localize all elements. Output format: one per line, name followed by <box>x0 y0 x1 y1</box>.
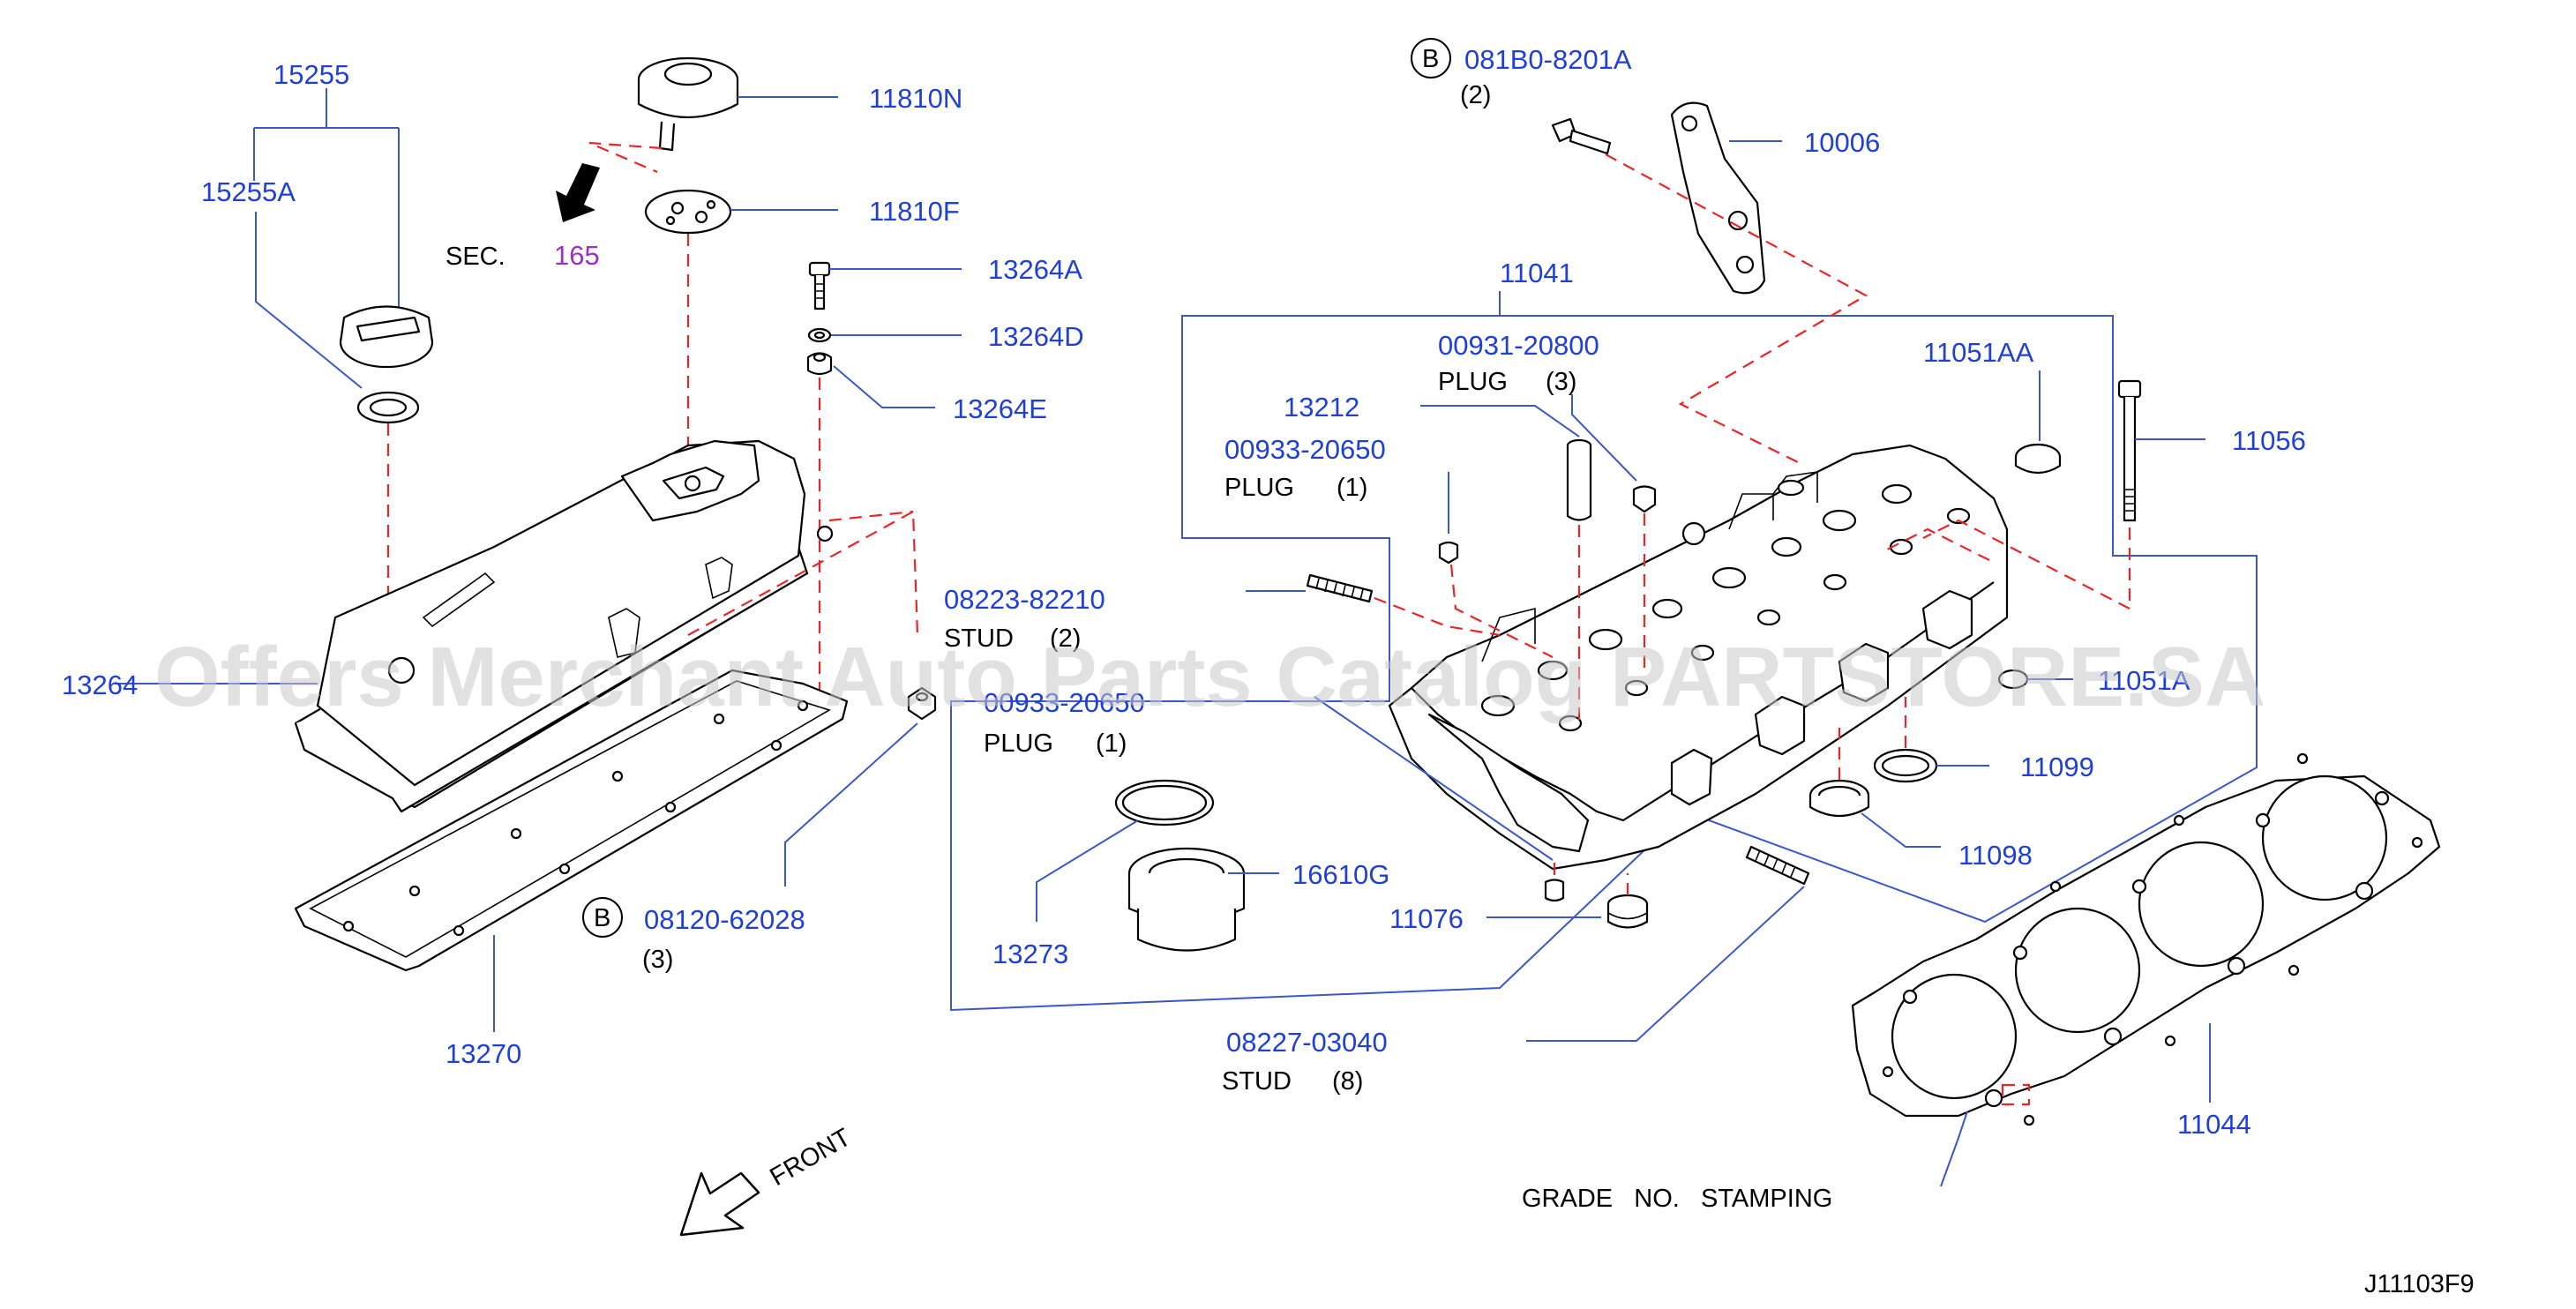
head-gasket-11044[interactable] <box>1851 752 2441 1126</box>
label-11044[interactable]: 11044 <box>2177 1109 2251 1140</box>
label-00931[interactable]: 00931-20800 <box>1438 330 1599 361</box>
label-13273[interactable]: 13273 <box>992 939 1068 969</box>
head-bolt-11056[interactable] <box>2117 379 2142 522</box>
oil-filler-cap[interactable] <box>339 305 434 369</box>
stud-08227[interactable] <box>1745 845 1810 886</box>
leader-13212 <box>1420 405 1580 438</box>
fitline-10006 <box>1605 153 1868 464</box>
nozzle-holder-16610G[interactable] <box>1127 847 1246 952</box>
leader-11098 <box>1861 812 1941 848</box>
fitline-11810N <box>588 141 663 174</box>
label-08223[interactable]: 08223-82210 <box>944 584 1105 615</box>
section-prefix: SEC. <box>446 243 505 271</box>
label-13264[interactable]: 13264 <box>62 669 138 700</box>
breather-gasket-11810F[interactable] <box>644 189 732 235</box>
leader-00933b <box>1314 696 1554 861</box>
o-ring-13273[interactable] <box>1114 779 1215 827</box>
dowel-pin-11076[interactable] <box>1544 879 1565 902</box>
leader-00931 <box>1571 394 1637 482</box>
leader-15255A <box>255 212 363 389</box>
cylinder-head[interactable] <box>1388 444 2009 871</box>
label-081B0[interactable]: 081B0-8201A <box>1464 44 1632 75</box>
leader-13264E <box>833 365 935 408</box>
fitline-08223 <box>1374 596 1501 637</box>
label-13264E[interactable]: 13264E <box>953 393 1047 424</box>
fitline-11051AA <box>1883 527 1990 561</box>
leader-grade <box>1940 1111 1968 1187</box>
filler-cap-seal[interactable] <box>356 391 420 424</box>
bolt-marker-08120 <box>582 897 623 938</box>
fitline-11056 <box>1922 519 2131 610</box>
desc-00931: PLUG <box>1438 368 1508 396</box>
bolt-marker-text-081B0: B <box>1422 45 1439 73</box>
qty-08223: (2) <box>1050 625 1081 653</box>
diagram-code: J11103F9 <box>2364 1270 2475 1298</box>
watermark: Offers Merchant Auto Parts Catalog PARTS… <box>154 630 2265 724</box>
plug-11051AA[interactable] <box>2014 443 2062 475</box>
qty-08120: (3) <box>642 946 673 974</box>
label-08120[interactable]: 08120-62028 <box>644 904 805 935</box>
label-08227[interactable]: 08227-03040 <box>1226 1027 1388 1058</box>
cover-grommet-13264E[interactable] <box>806 352 833 376</box>
desc-00933-upper: PLUG <box>1224 474 1294 502</box>
label-11051A[interactable]: 11051A <box>2098 665 2190 696</box>
qty-00931: (3) <box>1546 368 1576 396</box>
label-11098[interactable]: 11098 <box>1958 840 2033 871</box>
section-arrow-icon <box>556 163 600 222</box>
bolt-marker-text-08120: B <box>594 904 610 932</box>
leader-08227 <box>1526 886 1805 1042</box>
leader-15255 <box>253 88 400 318</box>
qty-00933-upper: (1) <box>1337 474 1367 502</box>
label-11810F[interactable]: 11810F <box>869 196 960 227</box>
label-11041[interactable]: 11041 <box>1500 258 1574 288</box>
desc-08223: STUD <box>944 625 1014 653</box>
fitline-stud-box <box>687 510 919 636</box>
label-11051AA[interactable]: 11051AA <box>1923 337 2034 368</box>
section-link-165[interactable]: 165 <box>554 240 600 271</box>
fitline-00933a <box>1449 564 1554 658</box>
label-11099[interactable]: 11099 <box>2020 752 2094 782</box>
rocker-cover-13264[interactable] <box>294 439 834 813</box>
bolt-081B0[interactable] <box>1551 117 1612 155</box>
cover-washer-13264D[interactable] <box>807 327 832 343</box>
front-arrow-icon <box>679 1171 760 1237</box>
bolt-marker-081B0 <box>1411 38 1451 79</box>
label-13212[interactable]: 13212 <box>1284 392 1359 423</box>
label-15255[interactable]: 15255 <box>273 59 349 90</box>
cover-bolt-13264A[interactable] <box>808 261 831 310</box>
qty-081B0: (2) <box>1460 81 1491 109</box>
seal-under-head[interactable] <box>1606 894 1649 929</box>
leader-08120 <box>784 722 918 886</box>
label-13264D[interactable]: 13264D <box>988 321 1084 352</box>
label-00933-upper[interactable]: 00933-20650 <box>1224 434 1386 465</box>
leader-13273 <box>1036 819 1139 922</box>
desc-00933-lower: PLUG <box>984 729 1053 758</box>
seal-11099[interactable] <box>1873 748 1938 783</box>
stud-08223[interactable] <box>1306 573 1374 603</box>
desc-08227: STUD <box>1222 1067 1292 1096</box>
label-13270[interactable]: 13270 <box>446 1038 521 1069</box>
cover-nut-08120[interactable] <box>907 686 937 721</box>
label-16610G[interactable]: 16610G <box>1292 859 1389 890</box>
label-00933-lower[interactable]: 00933-20650 <box>984 687 1145 718</box>
label-13264A[interactable]: 13264A <box>988 254 1082 285</box>
plug-00933-upper[interactable] <box>1438 541 1459 565</box>
injector-sleeve-13212[interactable] <box>1566 438 1592 521</box>
engine-bracket-10006[interactable] <box>1670 101 1766 295</box>
label-10006[interactable]: 10006 <box>1804 127 1880 158</box>
cover-gasket-13270[interactable] <box>294 669 849 972</box>
qty-00933-lower: (1) <box>1096 729 1127 758</box>
label-11810N[interactable]: 11810N <box>869 83 962 114</box>
breather-valve-11810N[interactable] <box>637 56 739 152</box>
leader-11041 <box>950 291 2258 1012</box>
label-15255A[interactable]: 15255A <box>201 176 296 207</box>
front-label: FRONT <box>766 1123 857 1192</box>
label-11056[interactable]: 11056 <box>2232 425 2306 456</box>
label-11076[interactable]: 11076 <box>1389 903 1464 934</box>
plug-00931[interactable] <box>1632 485 1657 513</box>
qty-08227: (8) <box>1332 1067 1363 1096</box>
grade-stamping-note: GRADE NO. STAMPING <box>1522 1185 1832 1213</box>
seal-11098[interactable] <box>1808 779 1870 817</box>
